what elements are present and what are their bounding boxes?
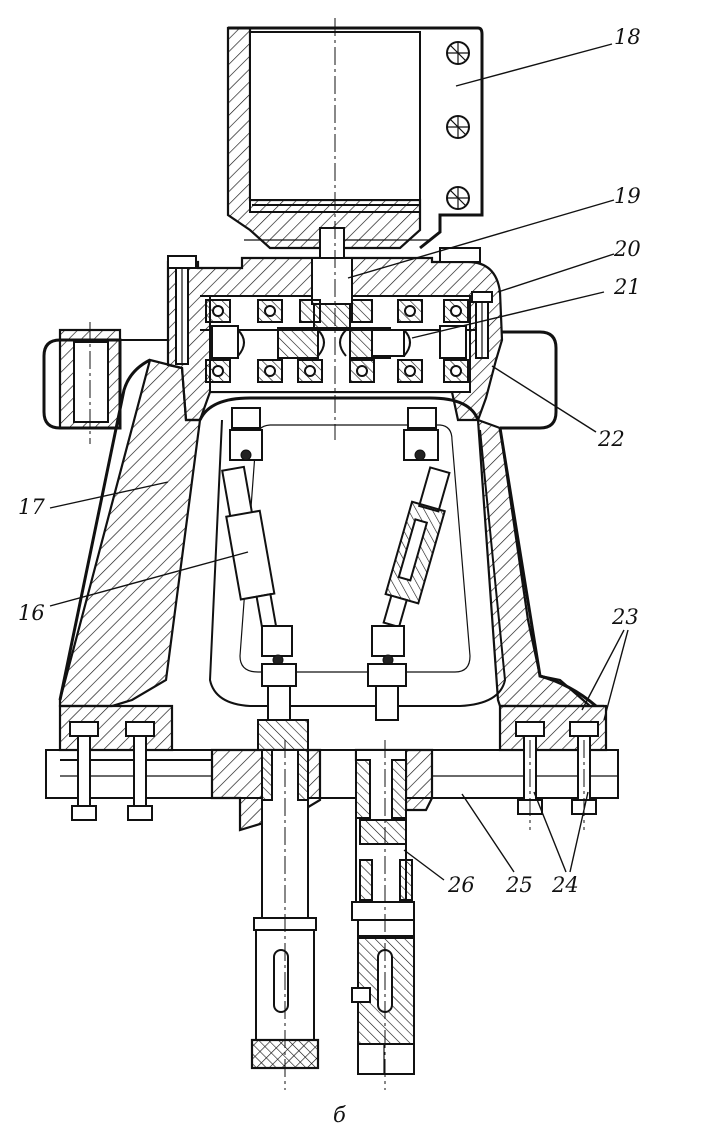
figure-caption: б <box>333 1103 346 1127</box>
motor-housing <box>226 26 484 250</box>
bearings-row <box>205 299 469 383</box>
label-20: 20 <box>613 237 641 261</box>
head-bolt-left <box>167 255 197 365</box>
universal-joint-icon <box>261 625 293 666</box>
bolt-icon <box>446 115 470 139</box>
universal-joint-icon <box>371 625 405 666</box>
label-19: 19 <box>614 184 641 208</box>
bearing-icon <box>212 305 462 377</box>
left-cardan-shaft <box>221 407 309 751</box>
right-output-spindle <box>351 749 415 1075</box>
right-cardan-shaft <box>367 407 451 721</box>
label-24: 24 <box>551 873 579 897</box>
centerline <box>89 18 585 1090</box>
label-17: 17 <box>18 495 45 519</box>
universal-joint-icon <box>229 429 263 461</box>
head-bolt-right <box>471 291 493 359</box>
label-22: 22 <box>597 427 625 451</box>
label-25: 25 <box>505 873 533 897</box>
label-16: 16 <box>18 601 45 625</box>
label-21: 21 <box>613 275 641 299</box>
leader-lines <box>49 43 629 881</box>
side-boss-right <box>500 330 558 430</box>
bolt-icon <box>446 186 470 210</box>
head-cap-screw <box>439 247 481 263</box>
label-18: 18 <box>614 25 641 49</box>
label-26: 26 <box>447 873 475 897</box>
base-bolts-left <box>69 721 155 821</box>
part-labels: 18 19 20 21 22 17 16 23 26 25 24 б <box>18 25 641 1127</box>
label-23: 23 <box>611 605 639 629</box>
bolt-icon <box>446 41 470 65</box>
motor-flange-bolts <box>446 41 470 210</box>
conical-frame <box>58 358 604 708</box>
gear-wheels <box>211 325 467 359</box>
universal-joint-icon <box>403 429 439 461</box>
